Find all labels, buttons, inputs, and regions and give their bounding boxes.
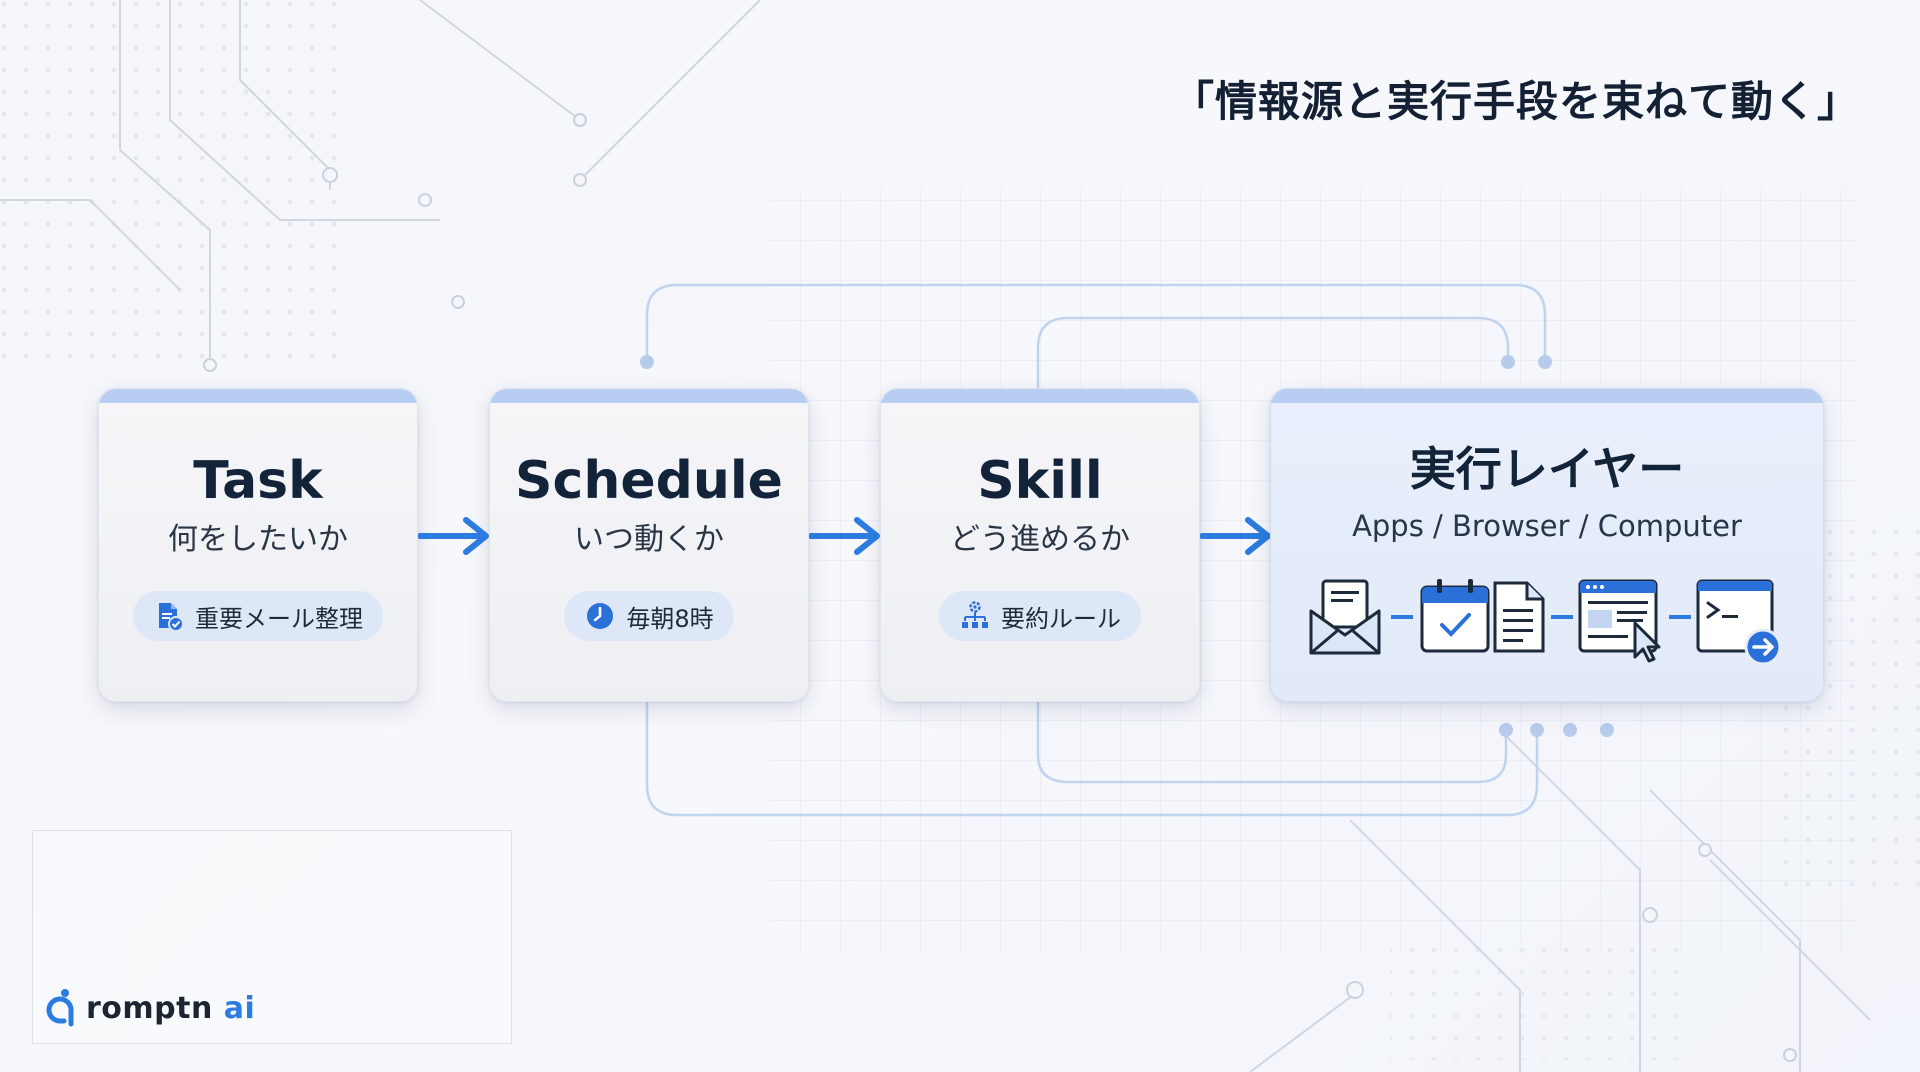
schedule-chip: 毎朝8時 [564,591,734,641]
tool-icons [1307,577,1787,677]
document-check-icon [159,603,184,632]
execution-title: 実行レイヤー [1409,442,1685,496]
logo-text: romptn ai [86,990,256,1026]
romptn-logo-icon [46,989,74,1027]
task-title: Task [193,451,323,511]
org-chart-gear-icon [962,601,988,628]
schedule-subtitle: いつ動くか [574,522,724,557]
execution-layer-card: 実行レイヤー Apps / Browser / Computer [1270,388,1824,702]
task-chip: 重要メール整理 [133,591,383,641]
task-subtitle: 何をしたいか [168,522,348,557]
task-chip-label: 重要メール整理 [195,604,363,633]
document-icon [1493,581,1545,653]
schedule-card: Schedule いつ動くか 毎朝8時 [489,388,809,702]
schedule-title: Schedule [515,451,783,511]
task-card: Task 何をしたいか 重要メール整理 [98,388,418,702]
calendar-check-icon [1420,579,1490,653]
cursor-icon [1633,621,1661,663]
mail-icon [1309,579,1381,655]
skill-card: Skill どう進めるか 要約ルール [880,388,1200,702]
arrow-right-icon [418,517,489,555]
logo-frame [32,830,512,1044]
schedule-chip-label: 毎朝8時 [626,604,714,633]
execution-subtitle: Apps / Browser / Computer [1352,509,1742,543]
arrow-right-icon [809,517,880,555]
clock-icon [587,603,614,629]
skill-chip-label: 要約ルール [1001,604,1121,633]
browser-window-icon [1578,579,1661,663]
terminal-icon [1696,579,1782,666]
headline: 「情報源と実行手段を束ねて動く」 [1171,77,1860,126]
skill-chip: 要約ルール [939,591,1141,641]
skill-title: Skill [977,451,1103,511]
skill-subtitle: どう進めるか [950,522,1130,557]
brand-logo: romptn ai [44,988,255,1028]
arrow-right-icon [1200,517,1271,555]
